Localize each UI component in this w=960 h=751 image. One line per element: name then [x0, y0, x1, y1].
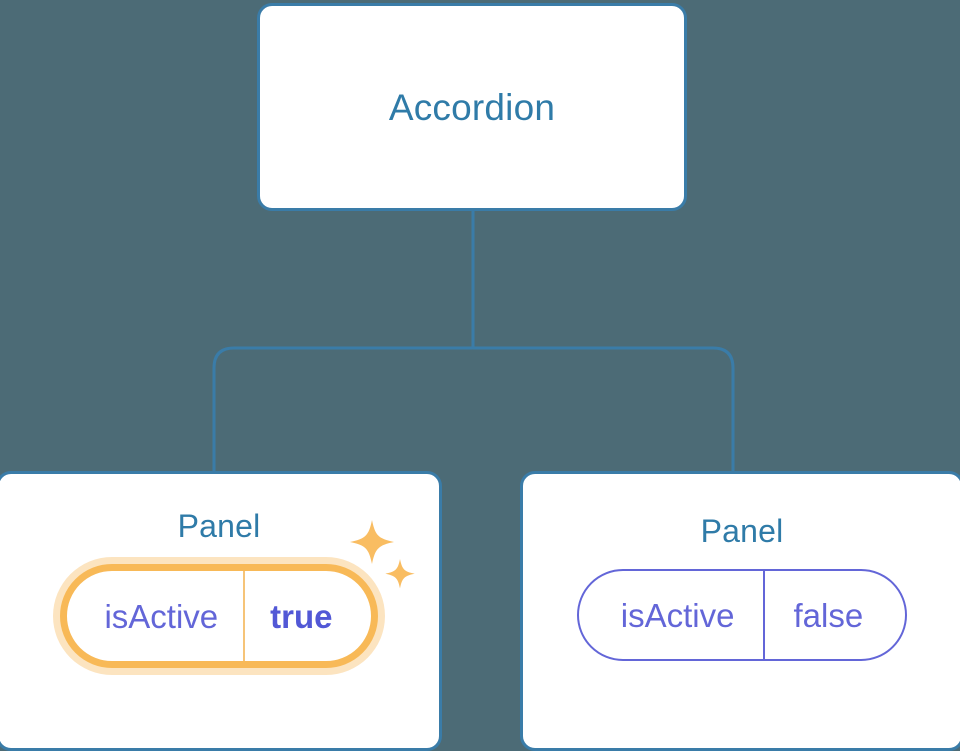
sparkle-small-icon: [384, 559, 415, 589]
connector-branch-left: [212, 346, 475, 473]
node-panel-active[interactable]: Panel isActive true: [0, 471, 442, 751]
prop-pill-inactive-wrap: isActive false: [576, 569, 908, 661]
node-panel-active-title: Panel: [177, 508, 261, 544]
prop-value-label: false: [793, 596, 864, 634]
prop-key-label: isActive: [579, 571, 766, 659]
node-accordion-title: Accordion: [388, 86, 556, 128]
prop-pill-isactive-true[interactable]: isActive true: [60, 564, 378, 668]
node-panel-inactive-title: Panel: [700, 513, 784, 549]
node-accordion[interactable]: Accordion: [257, 3, 687, 211]
sparkle-large-icon: [349, 520, 394, 564]
prop-pill-isactive-false[interactable]: isActive false: [576, 569, 908, 661]
diagram-canvas: Accordion Panel isActive true Panel isAc…: [0, 3, 960, 751]
prop-key-label: isActive: [67, 571, 246, 661]
prop-pill-active-wrap: isActive true: [60, 520, 415, 668]
node-panel-inactive[interactable]: Panel isActive false: [520, 471, 960, 751]
prop-value-label: true: [270, 597, 333, 635]
connector-branch-right: [471, 346, 735, 473]
